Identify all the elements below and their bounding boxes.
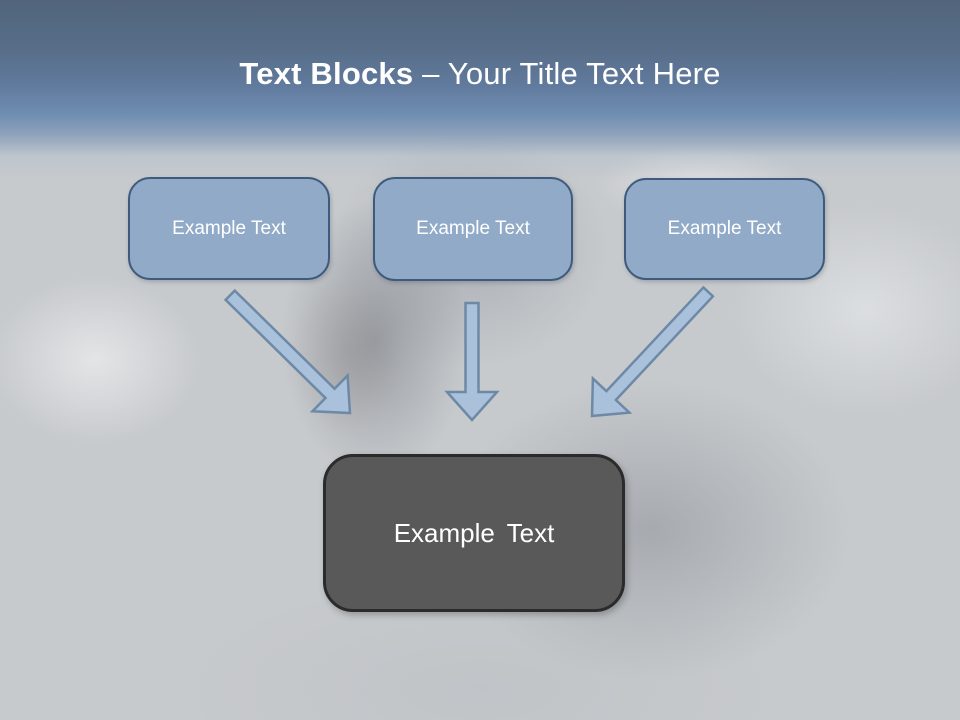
text-block-2-label: Example Text bbox=[416, 218, 530, 239]
text-block-2[interactable]: Example Text bbox=[373, 177, 573, 281]
text-block-3-label: Example Text bbox=[667, 218, 782, 239]
arrow-diagonal-down-right-icon[interactable] bbox=[213, 277, 368, 430]
text-block-1-label: Example Text bbox=[172, 217, 286, 239]
slide-title[interactable]: Text Blocks – Your Title Text Here bbox=[0, 54, 960, 94]
title-bold-text: Text Blocks bbox=[239, 56, 423, 91]
result-block[interactable]: Example Text bbox=[323, 454, 625, 612]
arrow-diagonal-down-left-icon[interactable] bbox=[574, 275, 727, 433]
header-gradient bbox=[0, 0, 960, 180]
text-block-3[interactable]: Example Text bbox=[624, 178, 825, 280]
arrow-down-icon[interactable] bbox=[444, 301, 500, 422]
text-block-1[interactable]: Example Text bbox=[128, 177, 330, 280]
title-regular-text: – Your Title Text Here bbox=[422, 56, 721, 91]
result-block-label: Example Text bbox=[393, 517, 555, 548]
